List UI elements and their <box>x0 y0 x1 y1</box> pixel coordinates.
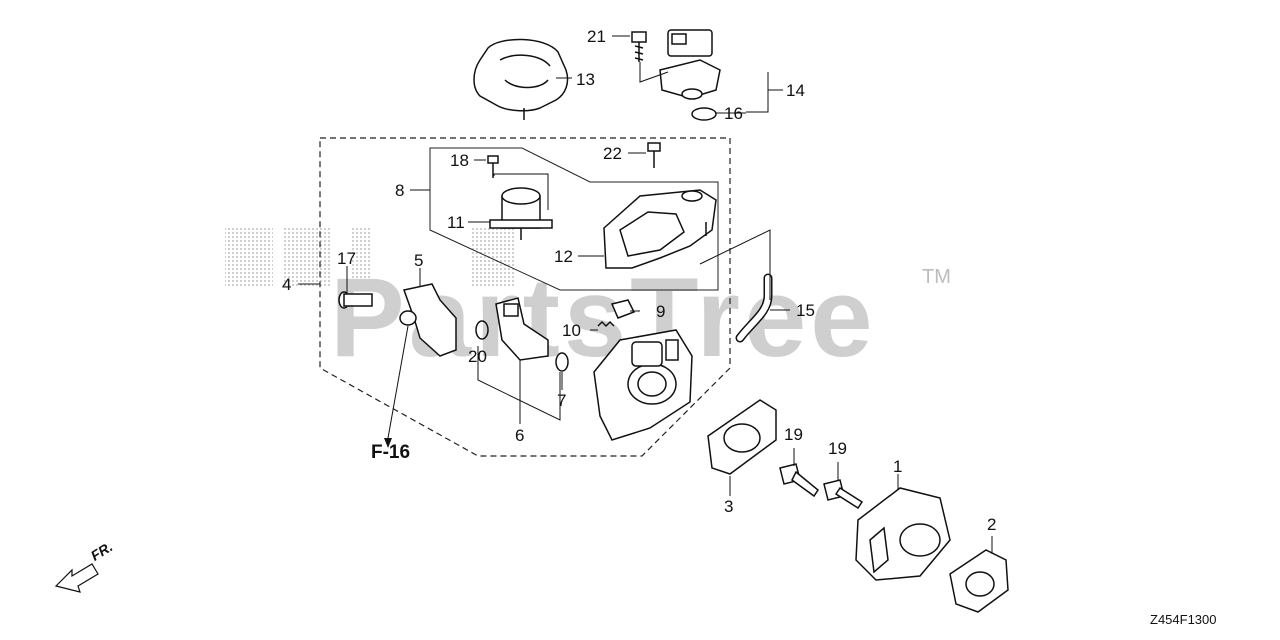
part-5-joint <box>399 283 457 357</box>
part-22-screw <box>647 142 661 168</box>
leader-lines <box>298 35 993 554</box>
reference-arrow-head <box>384 438 392 448</box>
part-9-clip <box>610 299 636 319</box>
callout-22: 22 <box>603 144 622 163</box>
callout-8: 8 <box>395 181 405 200</box>
callout-10: 10 <box>562 321 581 340</box>
part-18-screw <box>487 155 499 178</box>
part-19-bolt-a <box>779 463 820 498</box>
callout-18: 18 <box>450 151 469 170</box>
part-3-gasket <box>707 399 777 475</box>
part-17-pin <box>338 291 373 309</box>
part-21-screw <box>631 31 647 62</box>
throttle-body <box>593 329 693 441</box>
part-20-o-ring <box>475 320 489 340</box>
callout-11: 11 <box>447 213 465 232</box>
callout-19-left: 19 <box>784 425 803 444</box>
group-outline-8 <box>429 147 719 291</box>
front-arrow-icon <box>54 563 99 593</box>
callout-7: 7 <box>557 391 567 410</box>
watermark-trademark: TM <box>922 266 951 288</box>
callout-5: 5 <box>414 251 424 270</box>
part-10-spring <box>597 320 615 328</box>
callout-16: 16 <box>724 104 743 123</box>
diagram-code: Z454F1300 <box>1150 612 1217 627</box>
part-13-boot-cover <box>473 38 569 120</box>
callout-20: 20 <box>468 347 487 366</box>
callout-21: 21 <box>587 27 606 46</box>
part-11-actuator <box>489 187 553 240</box>
callout-6: 6 <box>515 426 525 445</box>
callout-14: 14 <box>786 81 805 100</box>
callout-12: 12 <box>554 247 573 266</box>
part-16-o-ring <box>691 107 717 121</box>
callout-1: 1 <box>893 457 903 476</box>
callout-4: 4 <box>282 275 292 294</box>
group-outline-dashed <box>319 137 731 457</box>
part-1-insulator <box>855 487 951 581</box>
reference-label-f16: F-16 <box>371 442 411 463</box>
part-7-o-ring <box>555 352 569 372</box>
part-12-upper-body <box>603 189 717 269</box>
callout-19-right: 19 <box>828 439 847 458</box>
callout-13: 13 <box>576 70 595 89</box>
callout-2: 2 <box>987 515 997 534</box>
part-19-bolt-b <box>823 479 864 510</box>
dotted-watermark-band <box>225 228 515 286</box>
callout-15: 15 <box>796 301 815 320</box>
part-14-map-sensor <box>659 29 721 100</box>
part-2-gasket <box>949 549 1009 613</box>
callout-9: 9 <box>656 302 666 321</box>
callout-3: 3 <box>724 497 734 516</box>
part-6-injector <box>495 297 549 361</box>
callout-17: 17 <box>337 249 356 268</box>
